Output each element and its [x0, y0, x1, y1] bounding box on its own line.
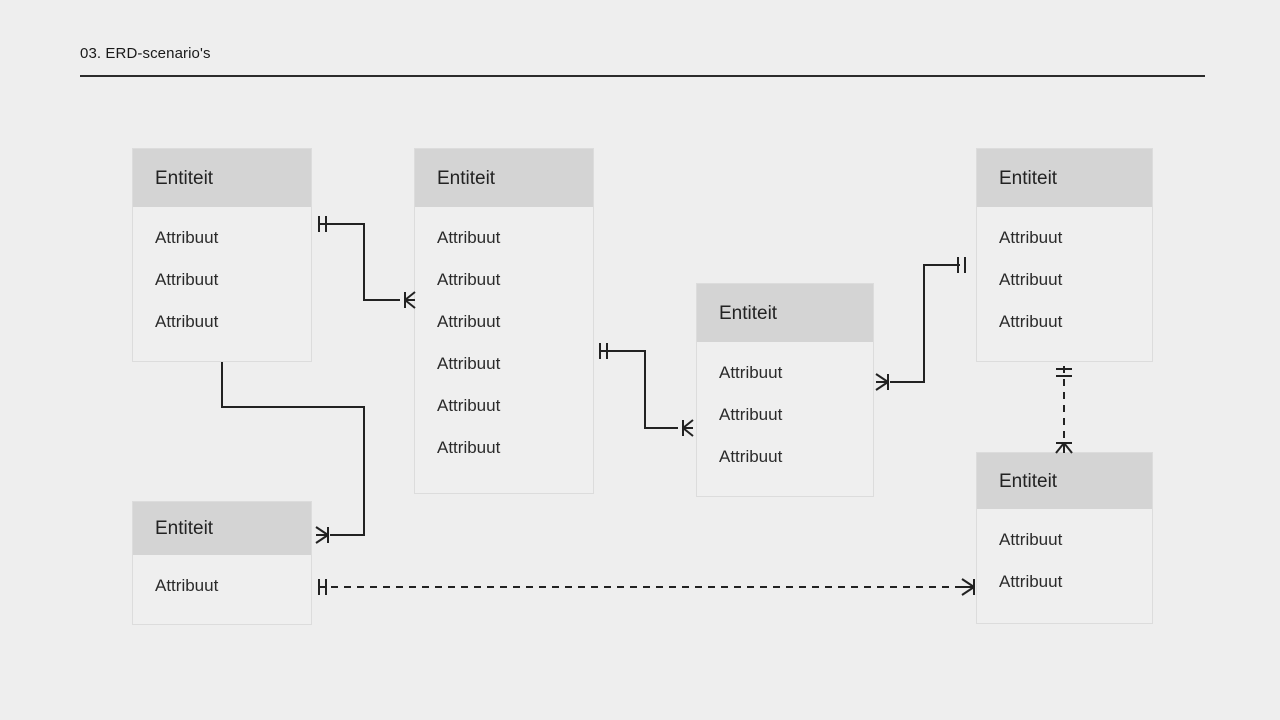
relationship-line-5-6	[318, 578, 975, 596]
cardinality-many-marker	[875, 373, 889, 391]
cardinality-many-marker	[682, 419, 694, 437]
attribute-row: Attribuut	[437, 312, 501, 331]
slide-header: 03. ERD-scenario's	[80, 44, 1205, 64]
cardinality-one-marker	[599, 343, 608, 359]
entity-header-1: Entiteit	[133, 149, 311, 207]
entity-title-4: Entiteit	[999, 167, 1058, 189]
attribute-row: Attribuut	[155, 312, 219, 331]
relationship-line-2-3	[599, 343, 694, 437]
attribute-row: Attribuut	[719, 447, 783, 466]
attribute-row: Attribuut	[437, 396, 501, 415]
entity-attributes-4: Attribuut Attribuut Attribuut	[977, 207, 1152, 349]
attribute-row: Attribuut	[999, 572, 1063, 591]
cardinality-one-marker	[957, 257, 966, 273]
attribute-row: Attribuut	[437, 270, 501, 289]
attribute-row: Attribuut	[719, 363, 783, 382]
cardinality-many-marker	[961, 578, 975, 596]
entity-attributes-6: Attribuut Attribuut	[977, 509, 1152, 609]
entity-header-5: Entiteit	[133, 502, 311, 555]
entity-box-3[interactable]: Entiteit Attribuut Attribuut Attribuut	[696, 283, 874, 497]
attribute-row: Attribuut	[155, 228, 219, 247]
entity-header-2: Entiteit	[415, 149, 593, 207]
attribute-row: Attribuut	[999, 530, 1063, 549]
cardinality-many-marker	[315, 526, 329, 544]
entity-box-4[interactable]: Entiteit Attribuut Attribuut Attribuut	[976, 148, 1153, 362]
attribute-row: Attribuut	[155, 270, 219, 289]
entity-attributes-1: Attribuut Attribuut Attribuut	[133, 207, 311, 349]
attribute-row: Attribuut	[999, 270, 1063, 289]
entity-title-3: Entiteit	[719, 302, 778, 324]
entity-attributes-3: Attribuut Attribuut Attribuut	[697, 342, 873, 484]
attribute-row: Attribuut	[719, 405, 783, 424]
entity-title-6: Entiteit	[999, 470, 1058, 492]
relationship-line-3-4	[875, 257, 966, 391]
attribute-row: Attribuut	[999, 228, 1063, 247]
relationship-line-4-6	[1055, 366, 1073, 454]
entity-box-6[interactable]: Entiteit Attribuut Attribuut	[976, 452, 1153, 624]
page-title: 03. ERD-scenario's	[80, 45, 211, 62]
entity-header-4: Entiteit	[977, 149, 1152, 207]
entity-box-2[interactable]: Entiteit Attribuut Attribuut Attribuut A…	[414, 148, 594, 494]
attribute-row: Attribuut	[437, 354, 501, 373]
attribute-row: Attribuut	[437, 438, 501, 457]
attribute-row: Attribuut	[999, 312, 1063, 331]
cardinality-one-marker	[318, 579, 327, 595]
entity-attributes-2: Attribuut Attribuut Attribuut Attribuut …	[415, 207, 593, 475]
cardinality-one-marker	[1056, 368, 1072, 377]
relationship-line-1-2	[318, 216, 416, 309]
entity-header-3: Entiteit	[697, 284, 873, 342]
entity-header-6: Entiteit	[977, 453, 1152, 509]
title-divider	[80, 75, 1205, 77]
attribute-row: Attribuut	[437, 228, 501, 247]
entity-attributes-5: Attribuut	[133, 555, 311, 613]
entity-title-5: Entiteit	[155, 518, 214, 539]
attribute-row: Attribuut	[155, 576, 219, 595]
entity-box-1[interactable]: Entiteit Attribuut Attribuut Attribuut	[132, 148, 312, 362]
entity-box-5[interactable]: Entiteit Attribuut	[132, 501, 312, 625]
entity-title-1: Entiteit	[155, 167, 214, 189]
cardinality-one-marker	[318, 216, 327, 232]
entity-title-2: Entiteit	[437, 167, 496, 189]
